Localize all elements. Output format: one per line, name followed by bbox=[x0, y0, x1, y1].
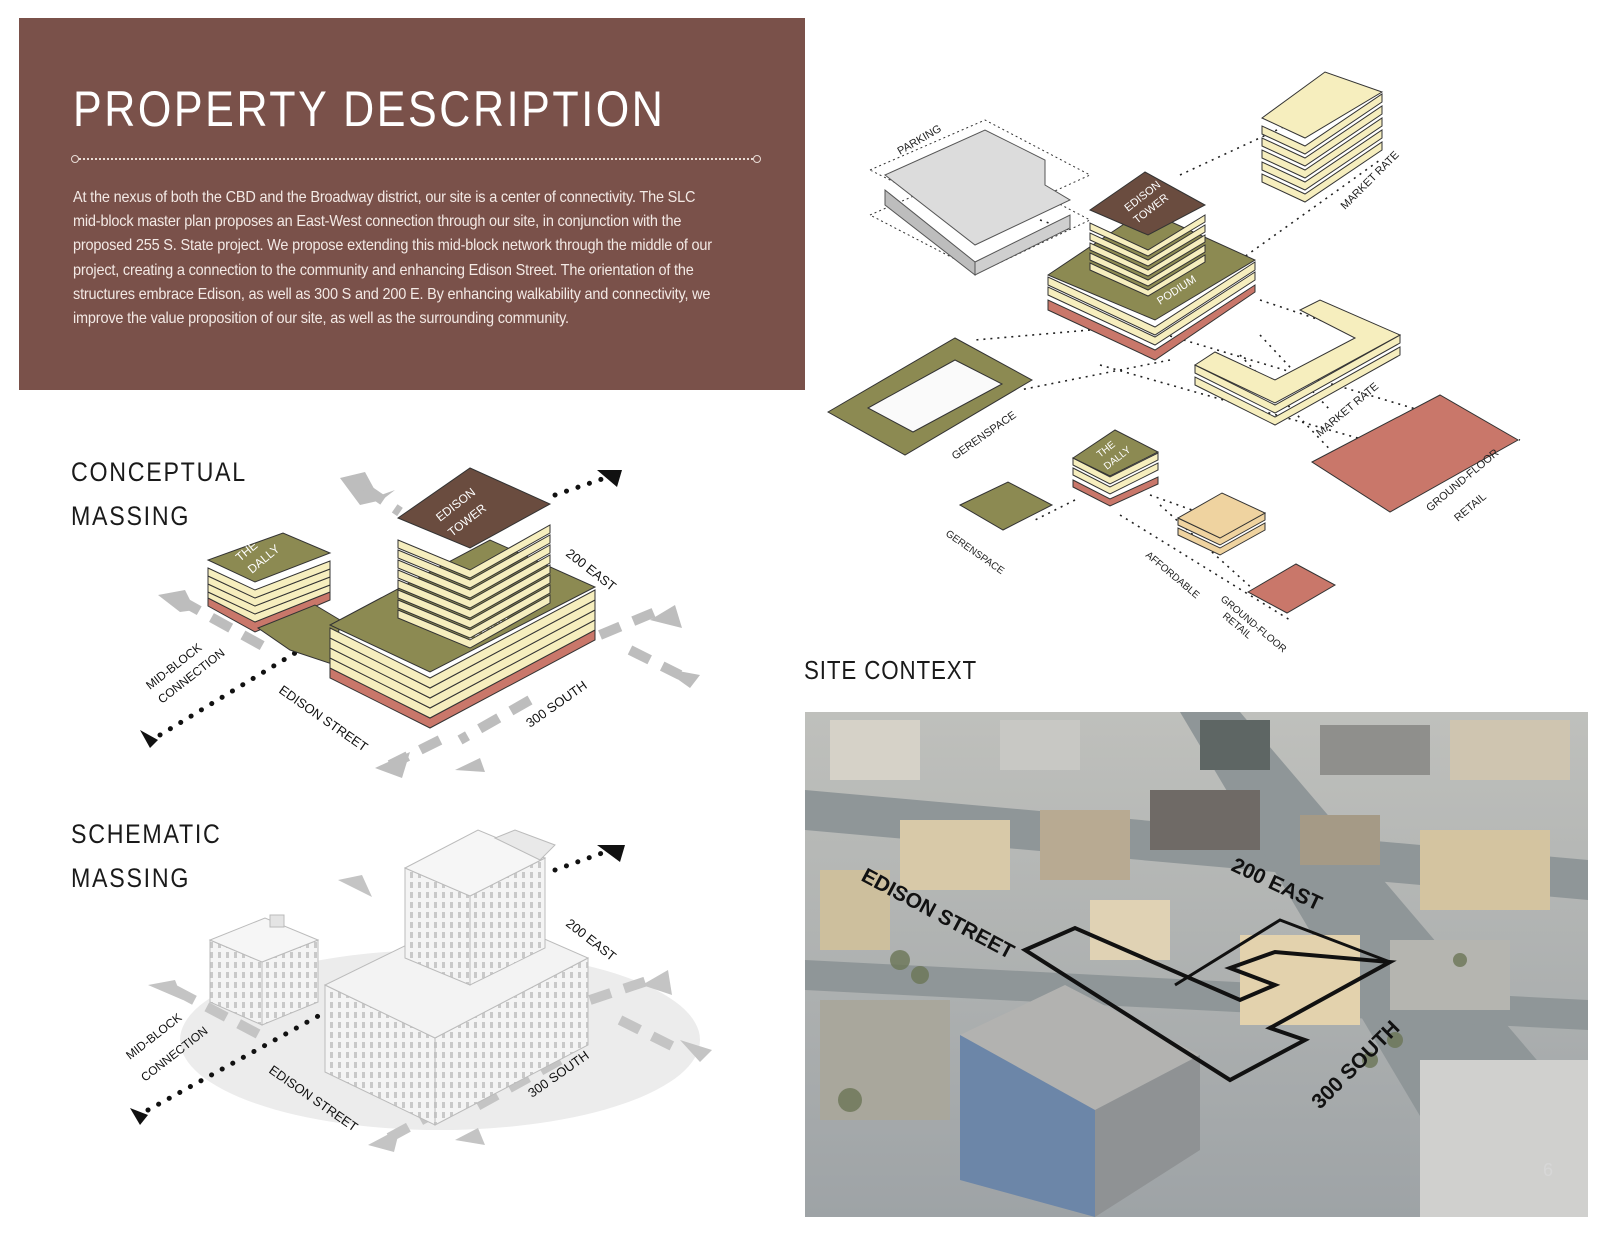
greenspace-small-block: GERENSPACE bbox=[943, 481, 1054, 577]
mid-block-connection-line bbox=[157, 475, 608, 738]
schematic-title-line: MASSING bbox=[71, 863, 191, 893]
affordable-block: AFFORDABLE bbox=[1143, 492, 1267, 601]
site-context-title: SITE CONTEXT bbox=[804, 655, 978, 685]
conceptual-massing-title: CONCEPTUAL MASSING bbox=[71, 450, 247, 538]
property-description-text: At the nexus of both the CBD and the Bro… bbox=[73, 189, 712, 328]
the-dally-exploded-block: THE DALLY bbox=[1071, 429, 1160, 507]
conceptual-title-line: MASSING bbox=[71, 501, 191, 531]
schematic-massing-title: SCHEMATIC MASSING bbox=[71, 812, 222, 900]
mid-block-connection-line bbox=[145, 849, 608, 1113]
ground-floor-retail-small-block: GROUND-FLOOR RETAIL bbox=[1218, 563, 1337, 655]
site-boundary-inner bbox=[1174, 918, 1391, 987]
property-description-panel: PROPERTY DESCRIPTION At the nexus of bot… bbox=[19, 18, 805, 390]
title-divider bbox=[71, 155, 761, 163]
affordable-label: AFFORDABLE bbox=[1143, 550, 1201, 601]
podium-tower-block: EDISON TOWER PODIUM bbox=[1046, 171, 1257, 361]
divider-end-dot bbox=[71, 155, 79, 163]
schematic-title-line: SCHEMATIC bbox=[71, 819, 222, 849]
market-rate-top-block: MARKET RATE bbox=[1261, 71, 1402, 212]
schematic-massing-diagram: 200 EAST MID-BLOCK CONNECTION EDISON STR… bbox=[125, 829, 712, 1152]
connection-arrowhead-icon bbox=[140, 730, 158, 748]
site-context-aerial: EDISON STREET 200 EAST 300 SOUTH bbox=[805, 712, 1588, 1217]
page-number: 6 bbox=[1543, 1160, 1554, 1180]
trees bbox=[838, 950, 1467, 1112]
connection-arrowhead-icon bbox=[597, 470, 622, 487]
connection-arrowhead-icon bbox=[597, 845, 625, 862]
parking-garage bbox=[960, 985, 1200, 1217]
conceptual-massing-diagram: THE DALLY PODIUM EDISON TOWER 200 bbox=[140, 467, 700, 778]
connection-arrowhead-icon bbox=[130, 1108, 148, 1125]
site-boundary-outline bbox=[1020, 925, 1397, 1083]
projection-lines bbox=[974, 109, 1521, 621]
conceptual-title-line: CONCEPTUAL bbox=[71, 457, 247, 487]
edison-tower-block: EDISON TOWER bbox=[396, 467, 552, 649]
greenspace-small-label: GERENSPACE bbox=[943, 528, 1006, 577]
three-hundred-south-label: 300 SOUTH bbox=[523, 678, 590, 731]
market-rate-right-block: MARKET RATE bbox=[1193, 299, 1402, 439]
parking-block: PARKING bbox=[868, 119, 1092, 277]
exploded-program-diagram: PARKING EDISON TOWER PODIUM MARK bbox=[826, 71, 1521, 655]
gfr-large-label-2: RETAIL bbox=[1452, 491, 1489, 524]
surrounding-buildings bbox=[820, 720, 1588, 1217]
movement-dashes bbox=[177, 483, 683, 770]
movement-arrows bbox=[148, 875, 712, 1152]
greenspace-large-block: GERENSPACE bbox=[826, 337, 1034, 462]
the-dally-building bbox=[208, 914, 320, 1026]
edison-street-label: EDISON STREET bbox=[276, 682, 370, 754]
page-title: PROPERTY DESCRIPTION bbox=[73, 81, 666, 137]
divider-end-dot bbox=[753, 155, 761, 163]
schematic-tower bbox=[403, 829, 556, 986]
